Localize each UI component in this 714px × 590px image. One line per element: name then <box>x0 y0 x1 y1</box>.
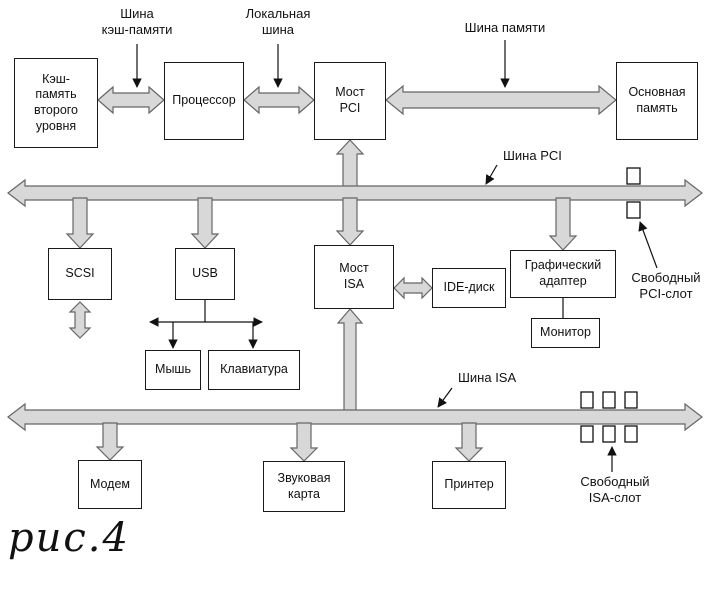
pci-bus-to-isa-bridge-arrow <box>335 197 365 246</box>
pci-bus-to-scsi-arrow <box>65 197 95 249</box>
isa-bus-to-modem-arrow <box>95 422 125 461</box>
isa-bridge-box: Мост ISA <box>314 245 394 309</box>
pci-bridge-box: Мост PCI <box>314 62 386 140</box>
keyboard-box: Клавиатура <box>208 350 300 390</box>
free-isa-slot-1-upper <box>580 391 594 409</box>
isa-bridge-ide-arrow <box>393 276 433 300</box>
cache-processor-arrow <box>97 85 165 115</box>
scsi-box: SCSI <box>48 248 112 300</box>
free-isa-slot-2-upper <box>602 391 616 409</box>
main-memory-box: Основная память <box>616 62 698 140</box>
free-isa-slot-2-lower <box>602 425 616 443</box>
pci-bus-label: Шина PCI <box>503 148 562 163</box>
graphics-adapter-box: Графический адаптер <box>510 250 616 298</box>
pci-slot-pointer-arrow <box>638 221 658 269</box>
figure-caption: рис.4 <box>8 515 130 561</box>
free-isa-slot-label: Свободный ISA-слот <box>580 474 650 506</box>
free-pci-slot-lower <box>626 201 641 219</box>
ide-disk-box: IDE-диск <box>432 268 506 308</box>
monitor-box: Монитор <box>531 318 600 348</box>
sound-card-box: Звуковая карта <box>263 461 345 512</box>
pci-bridge-memory-arrow <box>385 84 617 116</box>
mouse-box: Мышь <box>145 350 201 390</box>
isa-bus-to-sound-arrow <box>289 422 319 462</box>
scsi-external-arrow <box>68 301 92 339</box>
cache-memory-box: Кэш- память второго уровня <box>14 58 98 148</box>
pci-bus-to-graphics-arrow <box>548 197 578 251</box>
local-bus-label: Локальная шина <box>245 6 311 38</box>
isa-bridge-to-isa-bus-arrow <box>336 308 364 414</box>
free-pci-slot-label: Свободный PCI-слот <box>631 270 701 302</box>
processor-pci-bridge-arrow <box>243 85 315 115</box>
pci-bus-arrow <box>7 178 703 208</box>
isa-bus-to-printer-arrow <box>454 422 484 462</box>
free-isa-slot-3-upper <box>624 391 638 409</box>
modem-box: Модем <box>78 460 142 509</box>
cache-bus-label: Шина кэш-памяти <box>101 6 173 38</box>
isa-bus-pointer-arrow <box>437 387 453 408</box>
memory-bus-label: Шина памяти <box>464 20 546 35</box>
usb-box: USB <box>175 248 235 300</box>
pci-bridge-to-pci-bus-arrow <box>335 139 365 190</box>
isa-bus-arrow <box>7 402 703 432</box>
pci-bus-pointer-arrow <box>485 164 498 185</box>
free-isa-slot-3-lower <box>624 425 638 443</box>
printer-box: Принтер <box>432 461 506 509</box>
pci-bus-to-usb-arrow <box>190 197 220 249</box>
isa-bus-label: Шина ISA <box>458 370 517 385</box>
processor-box: Процессор <box>164 62 244 140</box>
free-pci-slot-upper <box>626 167 641 185</box>
free-isa-slot-1-lower <box>580 425 594 443</box>
